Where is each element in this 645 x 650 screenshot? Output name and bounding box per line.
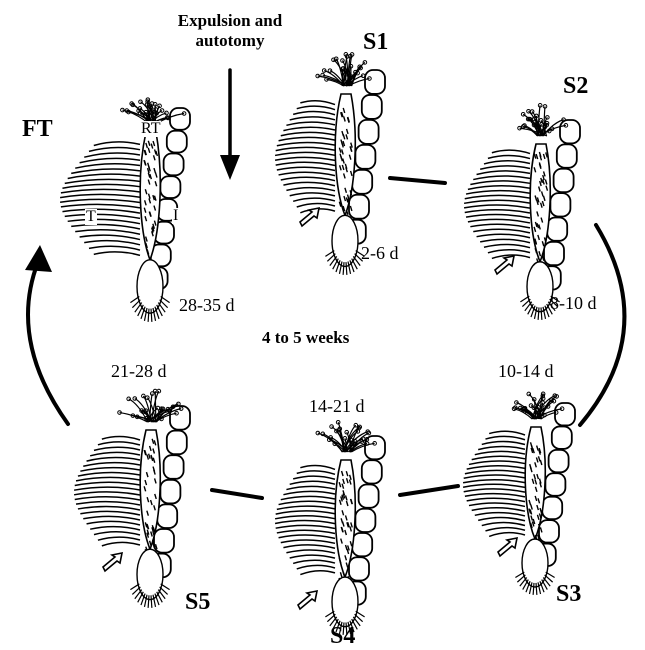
connector-s4-s5 [212, 490, 262, 498]
regeneration-arrow [103, 553, 122, 571]
expulsion-arrow-head [220, 155, 240, 180]
tentacle-fan [74, 437, 140, 546]
tentacle-fan [60, 142, 140, 255]
tentacle-fan [275, 465, 335, 574]
tentacle-fan [275, 101, 335, 213]
stage-illustration-ft [60, 98, 190, 322]
regeneration-arrow [498, 538, 517, 556]
connector-s3-s4 [400, 486, 458, 495]
stage-label-s3: S3 [556, 582, 581, 606]
days-ft: 28-35 d [179, 296, 235, 314]
days-s5: 21-28 d [111, 362, 167, 380]
regeneration-arrow [298, 591, 317, 609]
regeneration-arrow [495, 256, 514, 274]
arrow-s5-ft-head [25, 245, 52, 272]
expulsion-label-line2: autotomy [155, 31, 305, 51]
part-label-rt: RT [140, 121, 161, 137]
cycle-duration-label: 4 to 5 weeks [262, 329, 349, 346]
tentacle-fan [463, 431, 525, 536]
stage-illustration-s4 [275, 420, 385, 634]
stage-illustration-s3 [463, 392, 575, 595]
days-s3: 10-14 d [498, 362, 554, 380]
connector-s5-ft [28, 262, 68, 424]
connector-s2-s3 [580, 225, 624, 425]
stage-label-ft: FT [22, 117, 53, 141]
tentacle-fan [464, 150, 530, 258]
stage-label-s2: S2 [563, 74, 588, 98]
stage-illustration-s1 [275, 53, 385, 275]
days-s4: 14-21 d [309, 397, 365, 415]
days-s1: 2-6 d [361, 244, 399, 262]
connector-s1-s2 [390, 178, 445, 183]
expulsion-label: Expulsion and autotomy [155, 11, 305, 50]
stage-label-s5: S5 [185, 590, 210, 614]
apical-branches [316, 53, 371, 86]
stage-label-s1: S1 [363, 30, 388, 54]
stage-label-s4: S4 [330, 624, 355, 648]
days-s2: 8-10 d [550, 294, 597, 312]
stage-illustration-s2 [464, 104, 580, 320]
regeneration-arrow [300, 208, 319, 226]
part-label-i: I [172, 208, 179, 224]
expulsion-label-line1: Expulsion and [155, 11, 305, 31]
stage-illustration-s5 [74, 389, 190, 608]
part-label-t: T [85, 209, 97, 225]
